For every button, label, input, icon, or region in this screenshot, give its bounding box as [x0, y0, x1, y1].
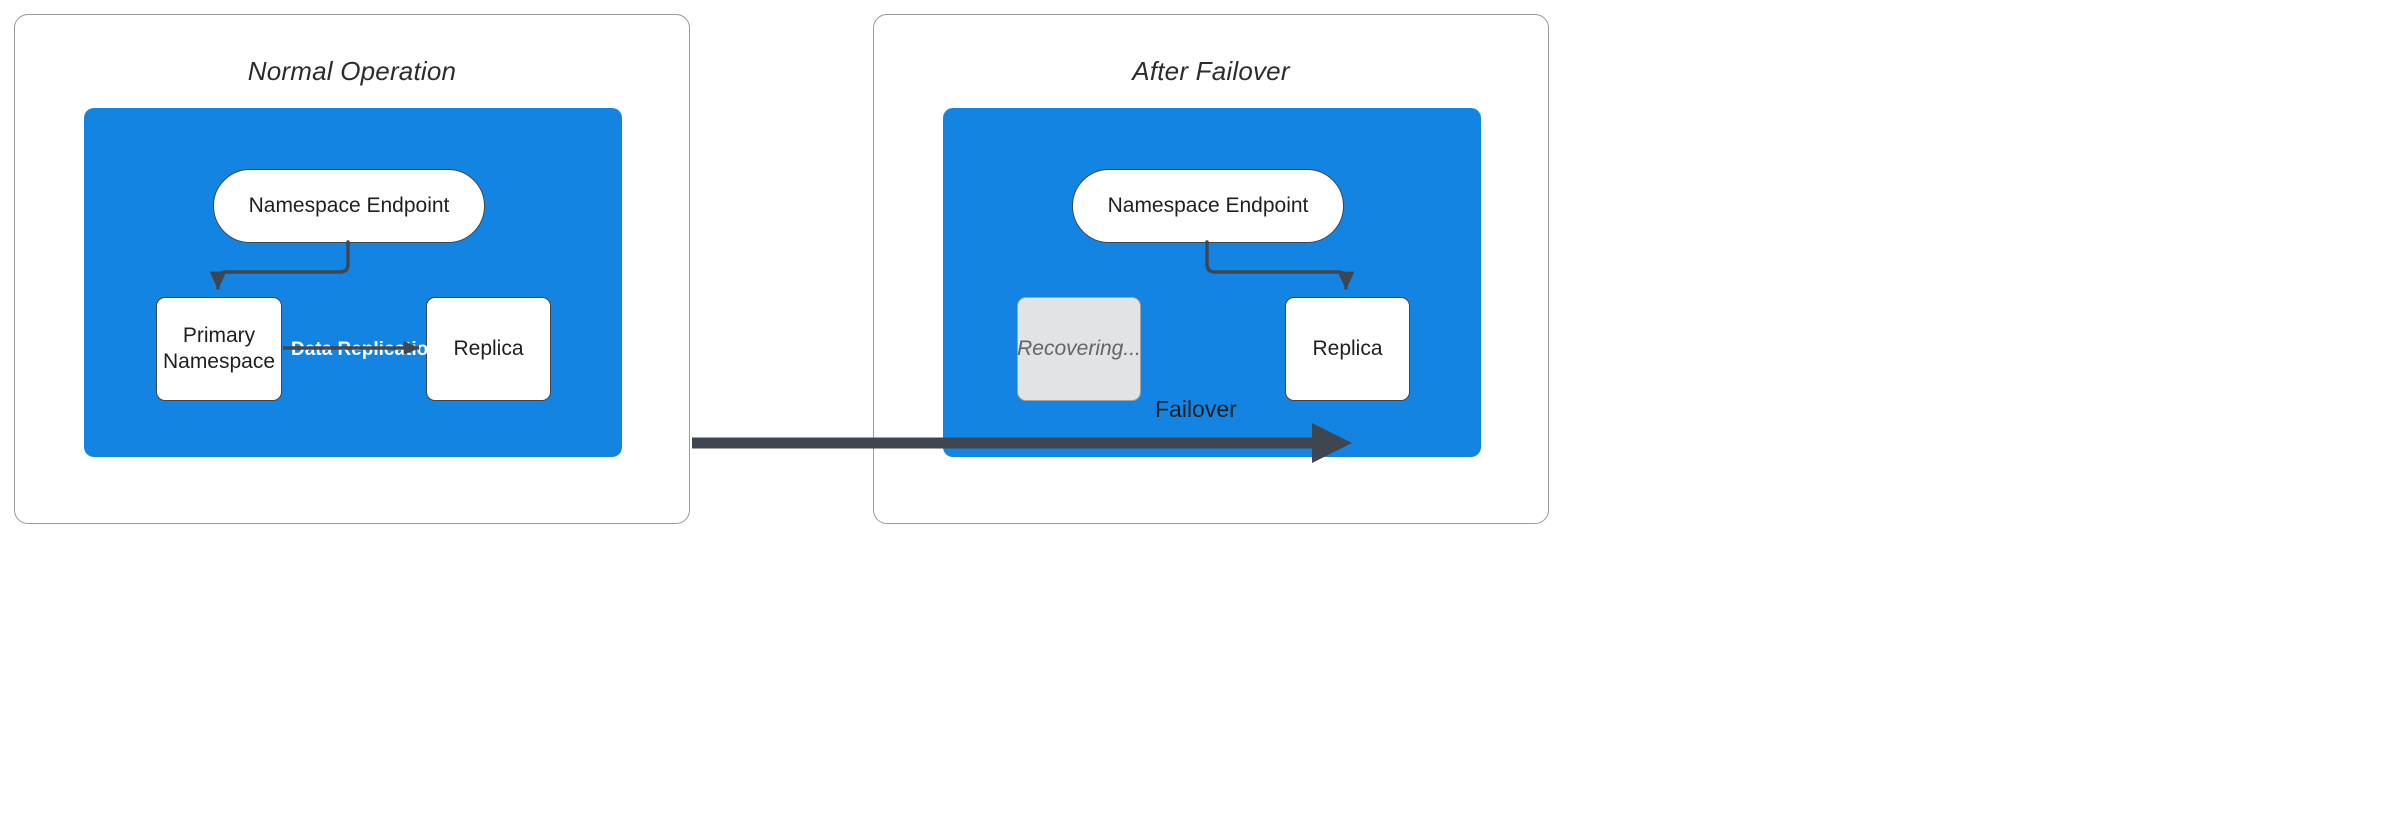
- node-label-primary-namespace-line1: Primary: [182, 323, 256, 347]
- edge-label-data-replication: Data Replication: [291, 339, 440, 360]
- node-label-namespace-endpoint-right: Namespace Endpoint: [1107, 193, 1309, 217]
- node-label-namespace-endpoint-left: Namespace Endpoint: [248, 193, 450, 217]
- edge-label-failover: Failover: [1155, 396, 1237, 422]
- node-namespace-endpoint-left[interactable]: Namespace Endpoint: [213, 169, 485, 243]
- node-namespace-endpoint-right[interactable]: Namespace Endpoint: [1072, 169, 1344, 243]
- node-primary-namespace[interactable]: Primary Namespace: [156, 297, 282, 401]
- panel-title-after-failover: After Failover: [1132, 56, 1290, 86]
- node-label-primary-namespace-line2: Namespace: [162, 350, 276, 373]
- panel-after-failover: After Failover Namespace Endpoint Recove…: [873, 14, 1549, 524]
- blue-region-left: [84, 108, 622, 457]
- panel-title-normal-operation: Normal Operation: [247, 56, 457, 86]
- panel-normal-operation: Normal Operation Namespace Endpoint Prim…: [14, 14, 690, 524]
- node-replica-right[interactable]: Replica: [1285, 297, 1410, 401]
- node-recovering[interactable]: Recovering...: [1017, 297, 1141, 401]
- node-label-recovering: Recovering...: [1017, 336, 1141, 360]
- node-replica-left[interactable]: Replica: [426, 297, 551, 401]
- node-label-replica-left: Replica: [453, 336, 524, 360]
- node-label-replica-right: Replica: [1312, 336, 1383, 360]
